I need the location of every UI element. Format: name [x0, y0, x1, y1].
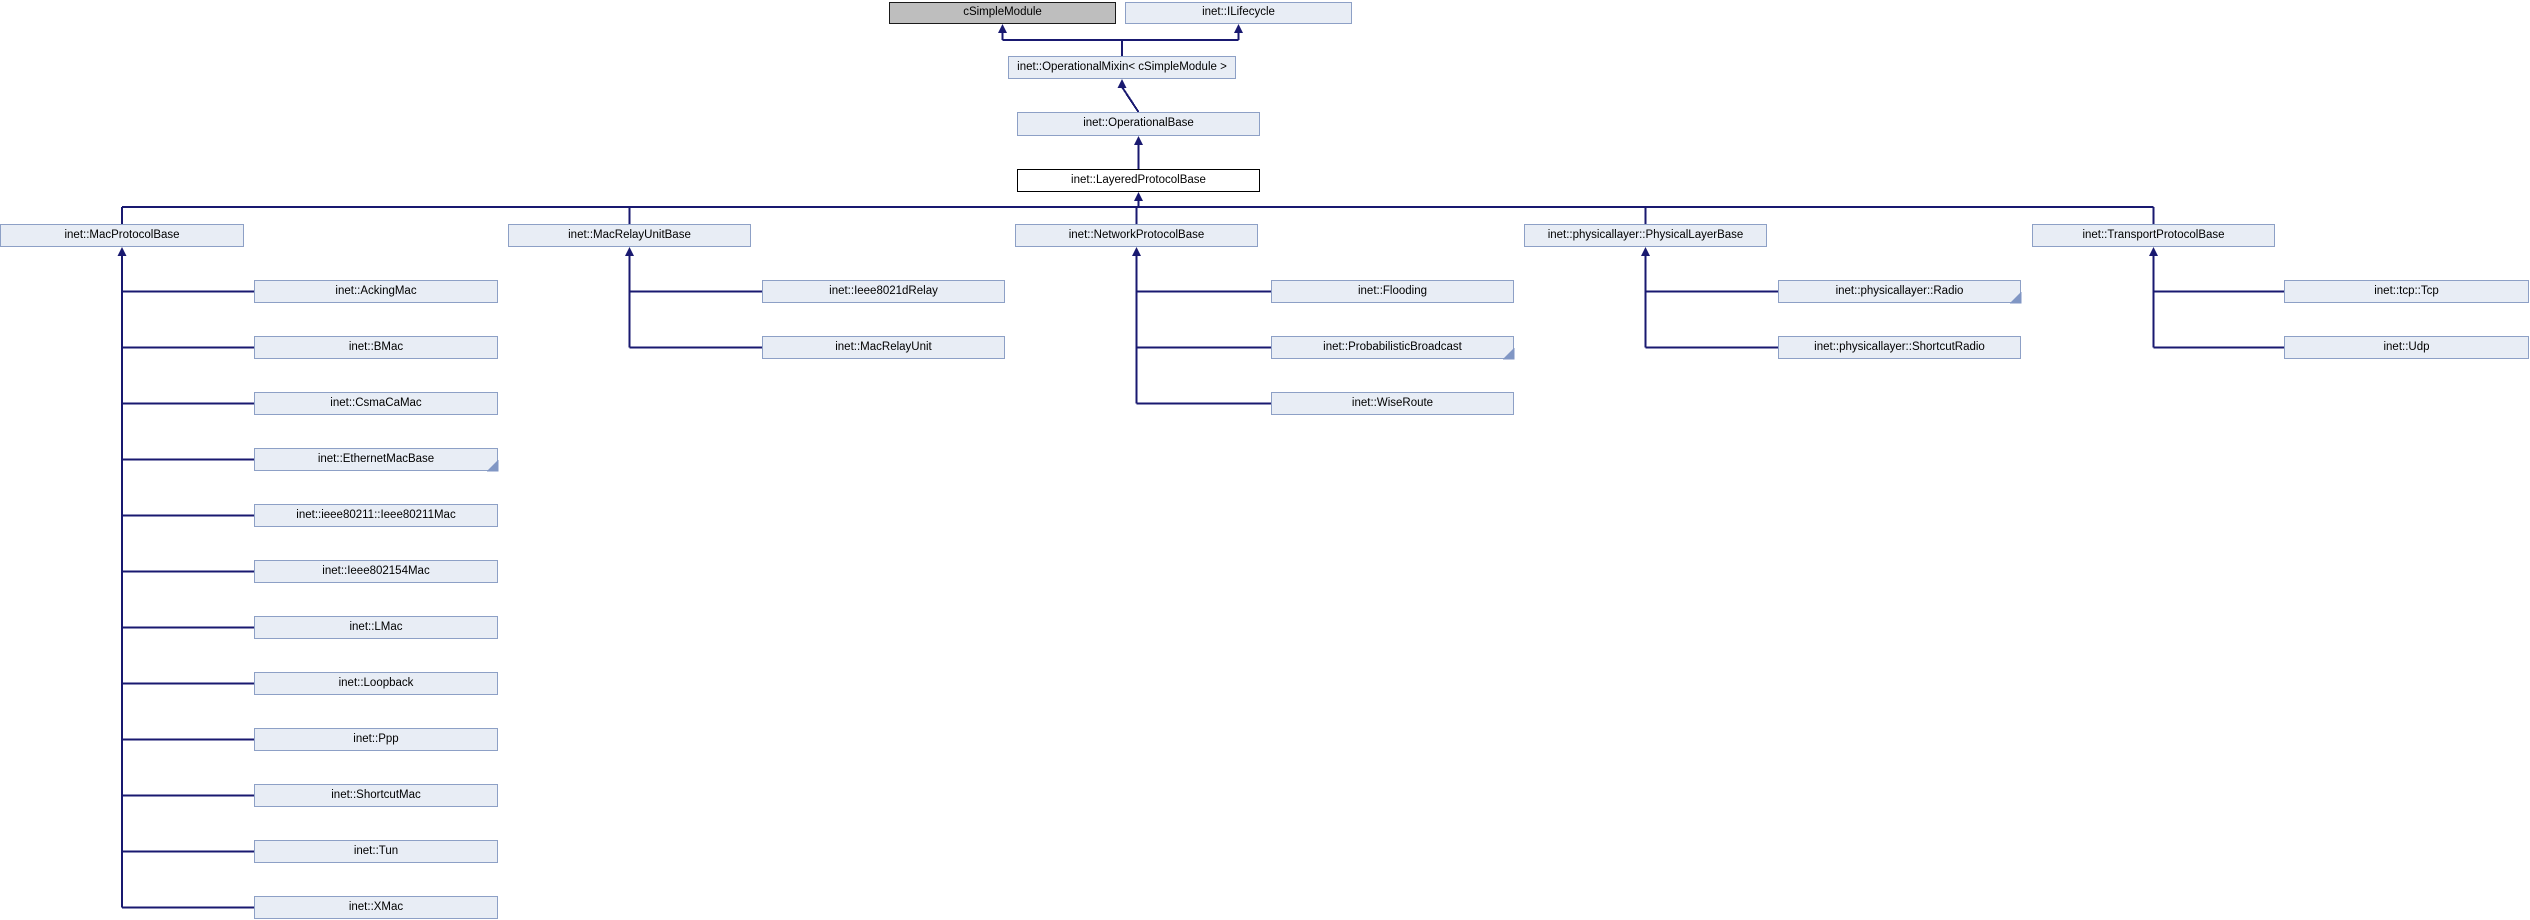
- class-box-networkprotocolbase[interactable]: inet::NetworkProtocolBase: [1015, 224, 1258, 247]
- more-subclasses-corner-icon: [1502, 347, 1515, 360]
- arrowhead-icon: [625, 247, 634, 256]
- more-subclasses-corner-icon: [486, 459, 499, 472]
- class-label: inet::Tun: [353, 844, 399, 857]
- class-box-ethernetmacbase[interactable]: inet::EthernetMacBase: [254, 448, 499, 472]
- class-box-ilifecycle[interactable]: inet::ILifecycle: [1125, 2, 1352, 24]
- class-label: inet::MacRelayUnitBase: [568, 228, 691, 241]
- class-label: inet::AckingMac: [335, 284, 417, 297]
- class-label: inet::ShortcutMac: [331, 788, 421, 801]
- class-label: inet::WiseRoute: [1351, 396, 1434, 409]
- more-subclasses-corner-icon: [2009, 291, 2022, 304]
- arrowhead-icon: [1132, 247, 1141, 256]
- class-label: inet::CsmaCaMac: [330, 396, 422, 409]
- class-box-macprotocolbase[interactable]: inet::MacProtocolBase: [0, 224, 244, 247]
- edge-lines: [121, 32, 2284, 909]
- arrowhead-icon: [1117, 79, 1127, 88]
- arrowhead-icon: [117, 247, 127, 256]
- arrowhead-icon: [1641, 247, 1650, 256]
- class-box-bmac[interactable]: inet::BMac: [254, 336, 498, 359]
- class-box-lmac[interactable]: inet::LMac: [254, 616, 498, 639]
- class-box-probabilisticbroadcast[interactable]: inet::ProbabilisticBroadcast: [1271, 336, 1515, 360]
- class-label: inet::OperationalMixin< cSimpleModule >: [1017, 60, 1227, 73]
- class-box-layeredprotocolbase: inet::LayeredProtocolBase: [1017, 169, 1260, 192]
- class-box-flooding[interactable]: inet::Flooding: [1271, 280, 1514, 303]
- class-label: inet::tcp::Tcp: [2374, 284, 2439, 297]
- class-label: inet::Ieee802154Mac: [322, 564, 430, 577]
- class-label: inet::ieee80211::Ieee80211Mac: [296, 508, 456, 521]
- class-label: inet::XMac: [348, 900, 404, 913]
- class-box-udp[interactable]: inet::Udp: [2284, 336, 2529, 359]
- arrowhead-icon: [2149, 247, 2158, 256]
- class-label: inet::physicallayer::ShortcutRadio: [1814, 340, 1985, 353]
- class-box-ieee80211mac[interactable]: inet::ieee80211::Ieee80211Mac: [254, 504, 498, 527]
- class-label: inet::ILifecycle: [1202, 6, 1275, 19]
- class-label: inet::Udp: [2383, 340, 2430, 353]
- class-label: inet::physicallayer::Radio: [1835, 284, 1964, 297]
- class-label: inet::MacProtocolBase: [64, 228, 180, 241]
- class-label: inet::Loopback: [338, 676, 414, 689]
- class-box-tun[interactable]: inet::Tun: [254, 840, 498, 863]
- class-box-shortcutradio[interactable]: inet::physicallayer::ShortcutRadio: [1778, 336, 2021, 359]
- class-box-operationalbase[interactable]: inet::OperationalBase: [1017, 112, 1260, 136]
- class-box-macrelayunit[interactable]: inet::MacRelayUnit: [762, 336, 1005, 359]
- class-label: inet::ProbabilisticBroadcast: [1323, 340, 1462, 353]
- class-box-xmac[interactable]: inet::XMac: [254, 896, 498, 919]
- arrowhead-icon: [1234, 24, 1243, 33]
- class-box-loopback[interactable]: inet::Loopback: [254, 672, 498, 695]
- class-box-ackingmac[interactable]: inet::AckingMac: [254, 280, 498, 303]
- class-label: inet::BMac: [348, 340, 404, 353]
- class-label: inet::OperationalBase: [1083, 117, 1194, 130]
- class-box-ieee8021drelay[interactable]: inet::Ieee8021dRelay: [762, 280, 1005, 303]
- class-label: inet::LayeredProtocolBase: [1071, 173, 1206, 186]
- class-label: inet::NetworkProtocolBase: [1068, 228, 1205, 241]
- class-box-operationalmixin[interactable]: inet::OperationalMixin< cSimpleModule >: [1008, 56, 1236, 79]
- class-box-csimplemodule: cSimpleModule: [889, 2, 1116, 24]
- arrowhead-icon: [998, 24, 1007, 33]
- class-box-csmacamac[interactable]: inet::CsmaCaMac: [254, 392, 498, 415]
- class-box-ieee802154mac[interactable]: inet::Ieee802154Mac: [254, 560, 498, 583]
- class-box-transportprotocolbase[interactable]: inet::TransportProtocolBase: [2032, 224, 2275, 247]
- class-label: inet::Flooding: [1357, 284, 1428, 297]
- class-label: inet::physicallayer::PhysicalLayerBase: [1547, 228, 1744, 241]
- class-label: inet::Ieee8021dRelay: [829, 284, 938, 297]
- class-box-wiseroute[interactable]: inet::WiseRoute: [1271, 392, 1514, 415]
- class-label: inet::LMac: [349, 620, 403, 633]
- class-box-shortcutmac[interactable]: inet::ShortcutMac: [254, 784, 498, 807]
- class-box-macrelayunitbase[interactable]: inet::MacRelayUnitBase: [508, 224, 751, 247]
- class-label: inet::TransportProtocolBase: [2082, 228, 2225, 241]
- arrowhead-icon: [1134, 136, 1143, 145]
- arrowhead-icon: [1134, 192, 1143, 201]
- class-box-ppp[interactable]: inet::Ppp: [254, 728, 498, 751]
- class-box-radio[interactable]: inet::physicallayer::Radio: [1778, 280, 2022, 304]
- class-label: cSimpleModule: [963, 6, 1042, 19]
- class-label: inet::MacRelayUnit: [835, 340, 932, 353]
- class-label: inet::Ppp: [353, 732, 399, 745]
- class-label: inet::EthernetMacBase: [317, 452, 435, 465]
- class-box-physicallayerbase[interactable]: inet::physicallayer::PhysicalLayerBase: [1524, 224, 1767, 247]
- class-box-tcp[interactable]: inet::tcp::Tcp: [2284, 280, 2529, 303]
